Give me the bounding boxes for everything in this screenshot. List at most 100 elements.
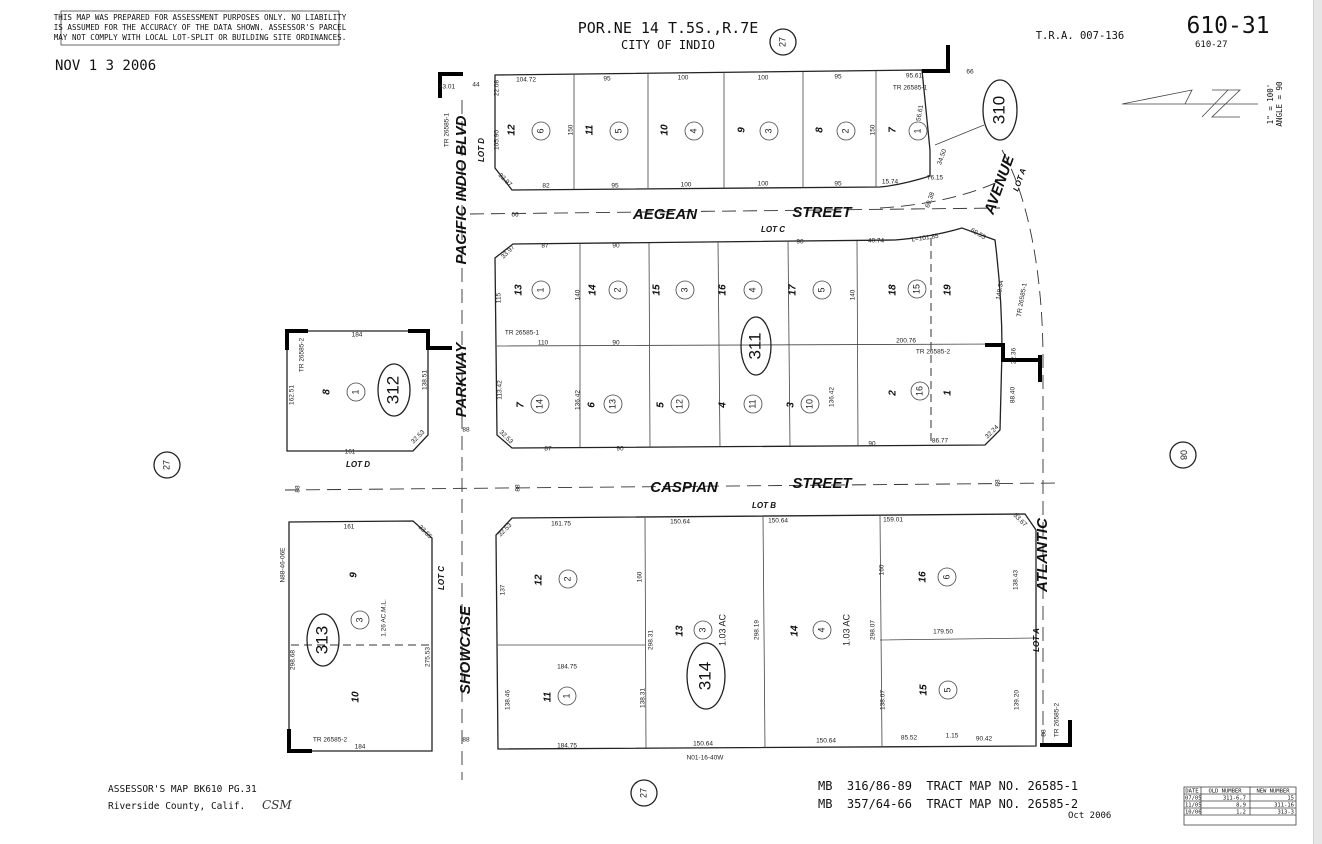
parcel-number-circle[interactable] xyxy=(812,280,832,300)
dimension-label: 90 xyxy=(616,446,624,453)
parcel-number-circle[interactable] xyxy=(350,610,370,630)
block-310 xyxy=(494,69,985,191)
adjacent-page-left[interactable]: 27 xyxy=(153,451,181,479)
scale-label: 1" = 100' xyxy=(1266,84,1275,125)
parcel-number-circle[interactable] xyxy=(346,382,366,402)
parcel-number-circle[interactable] xyxy=(670,394,690,414)
parcel-number: 1 xyxy=(912,128,922,133)
parcel-number: 1 xyxy=(350,389,360,394)
map-note: 66 xyxy=(511,212,519,219)
boundary-markers xyxy=(285,45,1072,753)
parcel-number-circle[interactable] xyxy=(530,394,550,414)
tract-ref: MB 316/86-89 TRACT MAP NO. 26585-1 xyxy=(818,779,1078,793)
map-note: TR 26585-2 xyxy=(1054,702,1061,737)
lot-number: 2 xyxy=(888,390,899,397)
dimension-label: 184.75 xyxy=(557,743,577,750)
block-note: TR 26585-2 xyxy=(916,349,951,356)
map-number: 610-31 xyxy=(1186,13,1269,39)
change-table-cell: 8,9 xyxy=(1236,803,1246,809)
dimension-label: 104.72 xyxy=(516,77,536,84)
dimension-label: 115 xyxy=(496,292,503,303)
parcel-number: 2 xyxy=(612,287,622,292)
lot-number: 19 xyxy=(943,284,954,296)
parcel-number-circle[interactable] xyxy=(558,569,578,589)
parcel-number-circle[interactable] xyxy=(907,279,927,299)
parcel-number-circle[interactable] xyxy=(675,280,695,300)
block-note: TR 26585-2 xyxy=(313,737,348,744)
book-page-number: 314 xyxy=(695,662,714,690)
dimension-label: 150.64 xyxy=(816,738,836,745)
parcel-number-circle[interactable] xyxy=(603,394,623,414)
adjacent-page-top[interactable]: 27 xyxy=(769,28,797,56)
lot-number: 11 xyxy=(543,691,554,702)
block-311 xyxy=(494,227,1003,449)
dimension-label: 140 xyxy=(575,289,582,300)
dimension-label: 15.74 xyxy=(882,179,899,186)
parcel-number: 3 xyxy=(763,128,773,133)
parcel-number-circle[interactable] xyxy=(812,620,832,640)
parcel-number-circle[interactable] xyxy=(609,121,629,141)
change-table-cell: 11/05 xyxy=(1185,803,1202,809)
parcel-number: 3 xyxy=(697,627,707,632)
county-label: Riverside County, Calif. xyxy=(108,801,245,812)
parcel-number-circle[interactable] xyxy=(684,121,704,141)
stamp-date: NOV 1 3 2006 xyxy=(55,58,156,74)
lot-number: 7 xyxy=(516,402,527,408)
lot-number: 8 xyxy=(322,389,333,395)
parcel-number-circle[interactable] xyxy=(531,121,551,141)
dimension-label: 90 xyxy=(868,441,876,448)
map-note: 44 xyxy=(472,82,480,89)
dimension-label: 110 xyxy=(538,340,549,347)
parcel-number: 1 xyxy=(561,693,571,698)
lot-number: 12 xyxy=(534,574,545,586)
parcel-number-circle[interactable] xyxy=(910,381,930,401)
parcel-number-circle[interactable] xyxy=(836,121,856,141)
parcel-number-circle[interactable] xyxy=(743,394,763,414)
adjacent-page-bottom[interactable]: 27 xyxy=(630,779,658,807)
map-note: LOT B xyxy=(752,501,776,510)
parcel-number-circle[interactable] xyxy=(557,686,577,706)
parcel-number-circle[interactable] xyxy=(800,394,820,414)
parcel-number: 10 xyxy=(804,399,814,409)
dimension-label: 34.50 xyxy=(936,148,948,166)
parcel-number-circle[interactable] xyxy=(608,280,628,300)
dimension-label: 160 xyxy=(637,571,644,582)
parcel-number-circle[interactable] xyxy=(759,121,779,141)
dimension-label: 160 xyxy=(879,564,886,575)
book-page-ellipse xyxy=(686,642,726,710)
parcel-number: 3 xyxy=(354,617,364,622)
dimension-label: 298.68 xyxy=(290,650,297,670)
tra-number: T.R.A. 007-136 xyxy=(1036,30,1125,42)
dimension-label: 200.76 xyxy=(896,338,916,345)
parcel-number-circle[interactable] xyxy=(531,280,551,300)
parcel-number: 16 xyxy=(914,386,924,396)
book-page-ellipse xyxy=(377,363,411,417)
parcel-number-circle[interactable] xyxy=(743,280,763,300)
parcel-number-circle[interactable] xyxy=(937,567,957,587)
dimension-label: 138.43 xyxy=(1013,570,1020,590)
street-name-pacific-indio: PACIFIC INDIO BLVD xyxy=(453,115,470,264)
dimension-label: 184.75 xyxy=(557,664,577,671)
footer-date: Oct 2006 xyxy=(1068,811,1111,821)
lot-number: 9 xyxy=(349,572,360,578)
dimension-label: 298.19 xyxy=(754,620,761,640)
parcel-number: 11 xyxy=(747,399,757,408)
lot-number: 12 xyxy=(507,124,518,136)
parcel-number: 3 xyxy=(679,287,689,292)
dimension-label: L=101.85 xyxy=(911,233,939,244)
initials-signature: CSM xyxy=(262,798,292,812)
dimension-label: 136.42 xyxy=(829,387,836,407)
dimension-label: 88.40 xyxy=(1010,386,1017,403)
book-page-ellipse xyxy=(740,316,772,376)
vertical-scrollbar[interactable] xyxy=(1313,0,1322,844)
lot-number: 4 xyxy=(718,402,729,409)
map-note: LOT C xyxy=(761,225,785,234)
parcel-number-circle[interactable] xyxy=(938,680,958,700)
adjacent-page-right[interactable]: 08 xyxy=(1169,441,1197,469)
tract-ref: MB 357/64-66 TRACT MAP NO. 26585-2 xyxy=(818,797,1078,811)
dimension-label: 275.53 xyxy=(425,647,432,667)
block-312 xyxy=(286,330,429,452)
parcel-number-circle[interactable] xyxy=(908,121,928,141)
parcel-number-circle[interactable] xyxy=(693,620,713,640)
